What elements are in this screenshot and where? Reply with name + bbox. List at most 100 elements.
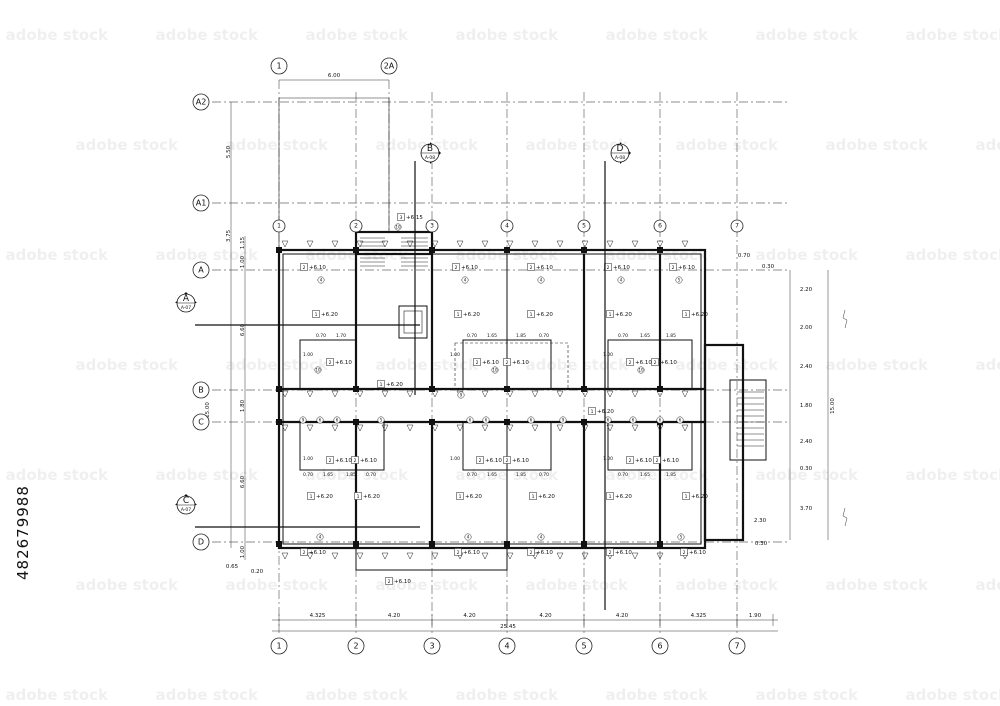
dim-right-inner: 2.00: [800, 325, 813, 331]
dim-left-inner: 1.00: [240, 255, 246, 268]
svg-text:+6.10: +6.10: [689, 550, 706, 556]
marker-triangle: [681, 240, 689, 248]
svg-text:D: D: [617, 144, 624, 154]
dim-right-inner: 0.30: [800, 466, 813, 472]
column-block: [353, 247, 359, 253]
svg-text:+6.10: +6.10: [394, 579, 411, 585]
dim-bottom-span: 4.20: [463, 613, 476, 619]
marker-triangle: [481, 240, 489, 248]
break-line: [842, 507, 848, 527]
level-tag: 2+6.10: [476, 456, 502, 464]
svg-text:+6.20: +6.20: [615, 312, 632, 318]
column-block: [353, 541, 359, 547]
marker-triangle: [281, 240, 289, 248]
marker-triangle: [481, 390, 489, 398]
svg-text:2: 2: [656, 458, 659, 464]
marker-triangle: [381, 390, 389, 398]
column-block: [353, 419, 359, 425]
svg-text:+6.20: +6.20: [316, 494, 333, 500]
wc-block: [607, 339, 693, 390]
watermark-text: adobe stock: [905, 26, 1000, 44]
dim-left-inner: 1.00: [240, 545, 246, 558]
door-number: 4: [317, 276, 325, 284]
door-number: 5: [377, 416, 385, 424]
svg-text:2: 2: [506, 458, 509, 464]
level-tag: 2+6.10: [604, 263, 630, 271]
svg-text:+6.10: +6.10: [463, 550, 480, 556]
marker-triangle: [606, 390, 614, 398]
watermark-text: adobe stock: [675, 356, 779, 374]
door-number: 10: [491, 366, 499, 374]
column-bubble-top-1: 1: [272, 219, 286, 233]
column-bubble-1: 1: [270, 637, 288, 655]
dim-right-small: 2.30: [754, 518, 767, 524]
dim-left-inner: 6.60: [240, 323, 246, 336]
overhead-outline: [454, 342, 569, 390]
door-number: 6: [629, 416, 637, 424]
section-marker-c: CA-07: [175, 494, 420, 528]
marker-triangle: [631, 240, 639, 248]
svg-text:3: 3: [400, 215, 403, 221]
marker-triangle: [506, 240, 514, 248]
level-tag: 2+6.10: [606, 548, 632, 556]
watermark-text: adobe stock: [675, 576, 779, 594]
fixture-dim: 0.70: [467, 333, 477, 339]
svg-text:2: 2: [457, 550, 460, 556]
dim-right-small: 0.30: [755, 541, 768, 547]
svg-text:+6.20: +6.20: [321, 312, 338, 318]
outer-wall: [277, 248, 707, 550]
dim-right-total: 15.00: [830, 398, 836, 414]
svg-text:+6.20: +6.20: [463, 312, 480, 318]
svg-text:+6.10: +6.10: [662, 458, 679, 464]
column-block: [504, 541, 510, 547]
break-line: [842, 309, 848, 329]
fixture-dim: 1.85: [516, 333, 526, 339]
door-number: 4: [464, 533, 472, 541]
svg-text:10: 10: [492, 368, 498, 373]
wc-block: [607, 421, 693, 471]
watermark-text: adobe stock: [605, 686, 709, 704]
svg-text:+6.10: +6.10: [360, 458, 377, 464]
fixture-dim: 0.70: [618, 472, 628, 478]
door-number: 9: [457, 391, 465, 399]
svg-text:+6.10: +6.10: [536, 550, 553, 556]
svg-text:2: 2: [654, 360, 657, 366]
door-number: 4: [316, 533, 324, 541]
level-tag: 2+6.10: [651, 358, 677, 366]
marker-triangle: [356, 240, 364, 248]
svg-text:2: 2: [329, 458, 332, 464]
svg-text:C: C: [198, 418, 204, 427]
marker-triangle: [506, 390, 514, 398]
watermark-text: adobe stock: [755, 466, 859, 484]
door-number: 10: [314, 366, 322, 374]
column-block: [276, 386, 282, 392]
door-number: 6: [482, 416, 490, 424]
door-number: 6: [333, 416, 341, 424]
column-block: [276, 541, 282, 547]
level-tag: 2+6.10: [326, 358, 352, 366]
watermark-text: adobe stock: [525, 576, 629, 594]
marker-triangle: [306, 240, 314, 248]
svg-text:1: 1: [276, 62, 281, 71]
marker-triangle: [356, 424, 364, 432]
svg-text:7: 7: [735, 223, 739, 230]
level-tag: 2+6.10: [669, 263, 695, 271]
level-tag: 2+6.10: [503, 358, 529, 366]
watermark-text: adobe stock: [525, 136, 629, 154]
marker-triangle: [556, 240, 564, 248]
fixture-dim: 1.85: [666, 472, 676, 478]
marker-triangle: [331, 552, 339, 560]
marker-triangle: [356, 390, 364, 398]
marker-triangle: [381, 424, 389, 432]
level-tags: 3+6.152+6.102+6.102+6.102+6.102+6.101+6.…: [300, 213, 708, 585]
svg-text:+6.10: +6.10: [335, 458, 352, 464]
watermark-text: adobe stock: [905, 686, 1000, 704]
marker-triangle: [456, 240, 464, 248]
marker-triangle: [281, 390, 289, 398]
marker-triangle: [656, 552, 664, 560]
column-block: [657, 247, 663, 253]
svg-text:5: 5: [380, 418, 383, 423]
svg-text:4: 4: [540, 535, 543, 540]
